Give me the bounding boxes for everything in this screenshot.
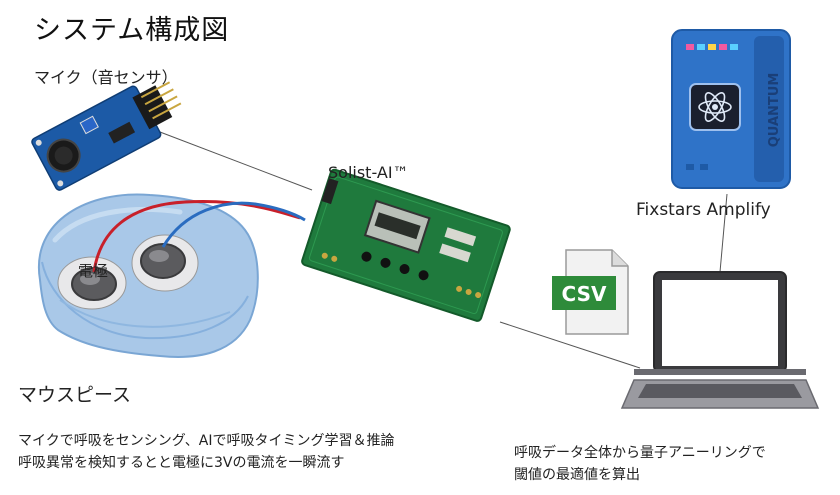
- mic-sensor-module: [31, 81, 182, 191]
- board-to-laptop-line: [499, 321, 641, 369]
- electrode-right: [140, 243, 186, 279]
- csv-file-icon: CSV: [552, 249, 629, 335]
- csv-label: CSV: [562, 282, 607, 306]
- left-description-line1: マイクで呼吸をセンシング、AIで呼吸タイミング学習＆推論: [18, 433, 395, 449]
- electrode-left: [71, 267, 117, 301]
- diagram-title: システム構成図: [34, 15, 230, 46]
- mic-to-board-line: [159, 131, 313, 191]
- left-description: マイクで呼吸をセンシング、AIで呼吸タイミング学習＆推論 呼吸異常を検知するとと…: [18, 430, 394, 474]
- mic-label: マイク（音センサ）: [34, 68, 178, 87]
- mouthpiece-label: マウスピース: [18, 384, 132, 406]
- solist-ai-board: [301, 168, 511, 322]
- atom-icon: [698, 92, 732, 122]
- cloud-label: Fixstars Amplify: [636, 200, 771, 220]
- electrode-label: 電極: [78, 262, 109, 280]
- laptop-to-quantum-line: [719, 193, 728, 273]
- quantum-label: QUANTUM: [767, 73, 782, 148]
- laptop-illustration: [620, 271, 820, 409]
- right-description-line1: 呼吸データ全体から量子アニーリングで: [514, 445, 766, 461]
- left-description-line2: 呼吸異常を検知するとと電極に3Vの電流を一瞬流す: [18, 455, 345, 471]
- right-description-line2: 閾値の最適値を算出: [514, 467, 640, 483]
- quantum-computer-illustration: QUANTUM: [671, 29, 791, 189]
- board-label: Solist-AI™: [328, 163, 409, 182]
- right-description: 呼吸データ全体から量子アニーリングで 閾値の最適値を算出: [514, 442, 766, 486]
- mouthpiece-illustration: [37, 193, 306, 358]
